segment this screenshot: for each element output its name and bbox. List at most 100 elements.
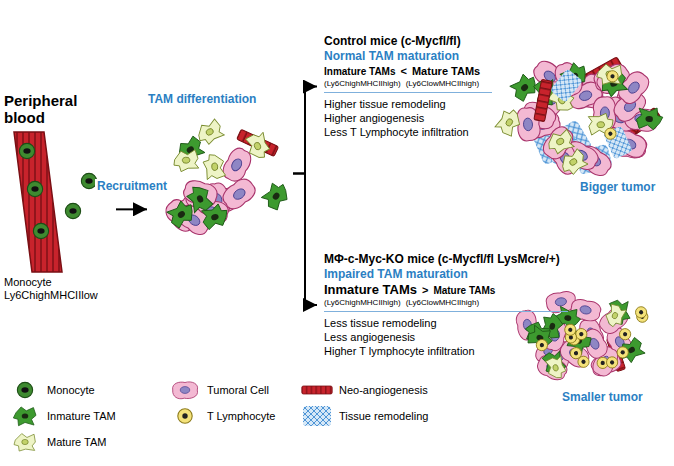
vessel-wall — [14, 132, 62, 272]
legend-item: Mature TAM — [8, 430, 107, 454]
text-label: TAM differentiation — [148, 92, 256, 107]
immature-tam — [616, 335, 648, 365]
mature-tam — [545, 128, 575, 156]
t-lymphocyte — [617, 347, 629, 359]
legend-item: T Lymphocyte — [168, 404, 275, 428]
immature-tam — [525, 324, 555, 352]
neo-vessel — [302, 386, 332, 394]
immature-tam — [259, 179, 293, 213]
text-row: Inmature TAMs>Mature TAMs — [324, 282, 568, 298]
legend-swatch — [300, 378, 334, 402]
t-lymphocyte — [178, 409, 192, 423]
text-label: Higher tissue remodeling — [324, 97, 446, 111]
monocyte — [19, 143, 34, 158]
text-row: MΦ-c-Myc-KO mice (c-Mycfl/fl LysMcre/+) — [324, 252, 568, 267]
t-lymphocyte — [602, 126, 618, 142]
text-row: Less angiogenesis — [324, 330, 568, 344]
node-group: TAM differentiation — [148, 92, 293, 255]
legend-swatch — [8, 378, 42, 402]
legend-text: Tissue remodeling — [339, 410, 428, 422]
text-label: Inmature TAMs — [324, 64, 396, 79]
tumoral-cell — [173, 382, 198, 399]
text-label: Impaired TAM maturation — [324, 267, 468, 282]
text-row: Inmature TAMs < Mature TAMs — [324, 64, 492, 79]
immature-tam — [636, 107, 663, 130]
legend-text: Mature TAM — [47, 436, 107, 448]
tam-cluster — [148, 112, 293, 252]
text-row: Control mice (c-Mycfl/fl) — [324, 34, 492, 49]
mature-tam — [603, 303, 627, 329]
edge-label: Recruitment — [95, 179, 169, 193]
text-label: Monocyte Ly6ChighMHCIIlow — [4, 276, 116, 302]
big-tumor — [492, 46, 668, 176]
text-label: Normal TAM maturation — [324, 49, 459, 64]
mature-tam — [494, 106, 524, 138]
monocyte — [17, 382, 32, 397]
legend-item: Tumoral Cell — [168, 378, 269, 402]
tissue-remodeling — [303, 406, 331, 426]
legend-item: Neo-angiogenesis — [300, 378, 428, 402]
text-row: (Ly6ChighMHCIIhigh)(Ly6ClowMHCIIhigh) — [324, 298, 568, 312]
text-row: Impaired TAM maturation — [324, 267, 568, 282]
neo-vessel — [534, 79, 552, 121]
text-label: (Ly6ChighMHCIIhigh) — [324, 79, 401, 89]
legend-swatch — [168, 378, 202, 402]
node-group: Peripheral bloodMonocyte Ly6ChighMHCIIlo… — [4, 92, 116, 302]
legend-text: Neo-angiogenesis — [339, 384, 428, 396]
t-lymphocyte — [618, 327, 632, 341]
text-label: Less T Lymphocyte infiltration — [324, 125, 469, 139]
text-row: TAM differentiation — [148, 92, 293, 107]
text-label: Inmature TAMs — [324, 282, 417, 298]
text-label: Higher T lymphocyte infiltration — [324, 344, 475, 358]
mature-tam — [172, 149, 200, 173]
text-label: Higher angiogenesis — [324, 111, 424, 125]
mature-tam — [202, 152, 227, 180]
legend-swatch — [8, 430, 42, 454]
mature-tam — [545, 355, 568, 381]
legend-swatch — [300, 404, 334, 428]
text-label: Less angiogenesis — [324, 330, 415, 344]
text-label: MΦ-c-Myc-KO mice (c-Mycfl/fl LysMcre/+) — [324, 252, 560, 267]
text-row: Higher T lymphocyte infiltration — [324, 344, 568, 358]
flow-arrow — [293, 87, 317, 174]
text-row: (Ly6ChighMHCIIhigh) (Ly6ClowMHCIIhigh) — [324, 79, 492, 93]
tissue-remodeling — [550, 68, 583, 102]
text-row: Peripheral blood — [4, 92, 116, 126]
text-label: Less tissue remodeling — [324, 316, 437, 330]
legend-item: Tissue remodeling — [300, 404, 428, 428]
legend-text: Tumoral Cell — [207, 384, 269, 396]
monocyte — [33, 223, 48, 238]
text-label: (Ly6ClowMHCIIhigh) — [406, 298, 480, 308]
text-row: Higher angiogenesis — [324, 111, 492, 125]
mature-tam — [194, 118, 225, 148]
legend-text: T Lymphocyte — [207, 410, 275, 422]
text-row: Less tissue remodeling — [324, 316, 568, 330]
legend-item: Inmature TAM — [8, 404, 116, 428]
legend-swatch — [8, 404, 42, 428]
tumor-label: Bigger tumor — [578, 180, 657, 194]
tumor-label: Smaller tumor — [560, 390, 645, 404]
t-lymphocyte — [564, 323, 578, 337]
tissue-remodeling — [603, 126, 633, 160]
text-label: < — [401, 64, 407, 79]
mature-tam — [557, 147, 589, 177]
mature-tam — [14, 434, 35, 451]
text-row: Monocyte Ly6ChighMHCIIlow — [4, 276, 116, 302]
text-label: Mature TAMs — [433, 283, 495, 298]
text-row: Less T Lymphocyte infiltration — [324, 125, 492, 139]
t-lymphocyte — [633, 304, 649, 320]
legend-swatch — [168, 404, 202, 428]
mature-tam — [244, 131, 271, 161]
text-label: (Ly6ClowMHCIIhigh) — [406, 79, 480, 89]
flow-arrow — [293, 174, 317, 306]
text-label: Mature TAMs — [412, 64, 480, 79]
text-label: Peripheral blood — [4, 92, 116, 126]
spacer — [4, 126, 116, 276]
mature-tam — [597, 64, 622, 85]
immature-tam — [184, 182, 214, 215]
blood-vessel — [4, 132, 104, 272]
text-label: Control mice (c-Mycfl/fl) — [324, 34, 461, 49]
monocyte — [27, 181, 42, 196]
text-row: Higher tissue remodeling — [324, 97, 492, 111]
